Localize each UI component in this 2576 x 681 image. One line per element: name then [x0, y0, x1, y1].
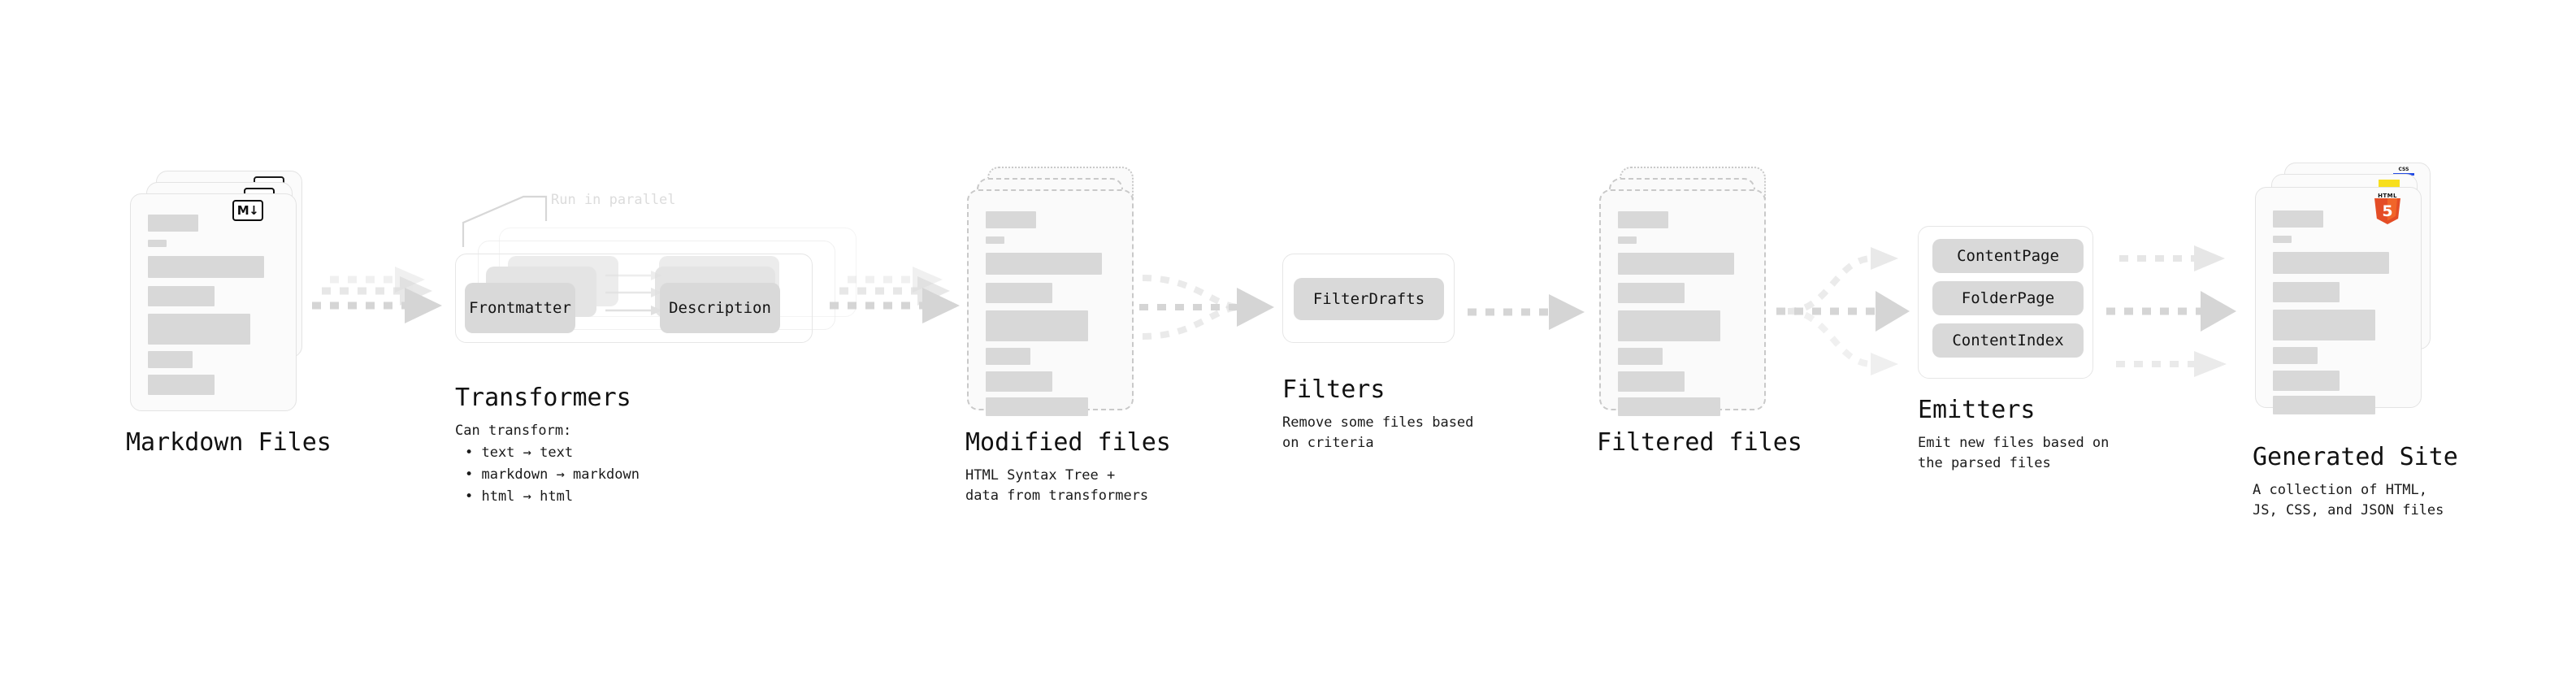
- arrow-markdown-to-transformers: [312, 267, 442, 323]
- arrow-emitters-to-site: [2106, 245, 2236, 377]
- modified-files-stack: [967, 167, 1154, 427]
- skeleton-line: [986, 211, 1036, 228]
- skeleton-line: [1618, 310, 1720, 341]
- skeleton-line: [986, 371, 1052, 392]
- skeleton-line: [2273, 236, 2292, 243]
- filtered-file-front: [1599, 189, 1766, 416]
- markdown-files-title: Markdown Files: [126, 428, 332, 457]
- run-in-parallel-bracket: [462, 195, 548, 247]
- filters-chip-filterdrafts[interactable]: FilterDrafts: [1294, 278, 1444, 320]
- skeleton-line: [2273, 252, 2389, 274]
- arrow-modified-to-filters: [1139, 275, 1274, 340]
- skeleton-line: [1618, 211, 1668, 228]
- skeleton-line: [2273, 282, 2340, 302]
- markdown-files-stack: M↓ M↓ M↓: [130, 171, 317, 423]
- transformers-subtitle: Can transform:: [455, 423, 572, 439]
- html5-badge-icon: HTML 5: [2374, 193, 2400, 224]
- arrow-filtered-to-emitters: [1776, 247, 1910, 375]
- transformer-chip-frontmatter[interactable]: Frontmatter: [465, 283, 575, 333]
- skeleton-line: [1618, 397, 1720, 416]
- skeleton-line: [148, 256, 264, 278]
- markdown-badge-icon: M↓: [232, 200, 263, 221]
- skeleton-line: [986, 236, 1004, 244]
- filtered-files-stack: [1599, 167, 1786, 427]
- skeleton-line: [2273, 396, 2375, 414]
- skeleton-line: [148, 351, 193, 368]
- transformer-panel-front: [455, 254, 813, 343]
- filters-title: Filters: [1282, 375, 1386, 404]
- skeleton-line: [2273, 347, 2318, 364]
- skeleton-line: [148, 215, 198, 232]
- skeleton-line: [2273, 371, 2340, 391]
- transformer-internal-arrows: [605, 271, 662, 315]
- skeleton-line: [986, 310, 1088, 341]
- markdown-file-front: [130, 193, 297, 411]
- skeleton-line: [1618, 371, 1685, 392]
- skeleton-line: [1618, 283, 1685, 303]
- arrow-filters-to-filtered: [1468, 294, 1585, 330]
- transformers-bullet-0: • text → text: [465, 445, 574, 461]
- modified-files-title: Modified files: [965, 428, 1171, 457]
- skeleton-line: [986, 397, 1088, 416]
- skeleton-line: [1618, 253, 1734, 275]
- transformers-bullet-1: • markdown → markdown: [465, 466, 640, 483]
- run-in-parallel-label: Run in parallel: [551, 192, 676, 208]
- skeleton-line: [986, 253, 1102, 275]
- modified-files-subtitle: HTML Syntax Tree + data from transformer…: [965, 467, 1149, 504]
- generated-file-html: [2255, 187, 2422, 414]
- transformer-chip-description[interactable]: Description: [660, 283, 780, 333]
- skeleton-line: [986, 283, 1052, 303]
- generated-site-title: Generated Site: [2253, 443, 2458, 471]
- emitters-panel: [1918, 226, 2093, 379]
- filters-subtitle: Remove some files based on criteria: [1282, 414, 1474, 451]
- skeleton-line: [2273, 310, 2375, 340]
- emitters-chip-contentpage[interactable]: ContentPage: [1932, 239, 2084, 273]
- skeleton-line: [148, 375, 215, 395]
- generated-site-subtitle: A collection of HTML, JS, CSS, and JSON …: [2253, 482, 2444, 518]
- emitters-chip-contentindex[interactable]: ContentIndex: [1932, 323, 2084, 358]
- arrow-transformers-to-modified: [830, 267, 960, 323]
- emitters-title: Emitters: [1918, 396, 2036, 424]
- generated-site-stack: CSS HTML 5: [2255, 163, 2458, 431]
- transformers-bullet-2: • html → html: [465, 488, 574, 505]
- emitters-chip-folderpage[interactable]: FolderPage: [1932, 281, 2084, 315]
- filters-panel: [1282, 254, 1455, 343]
- skeleton-line: [148, 286, 215, 306]
- skeleton-line: [986, 348, 1030, 365]
- filtered-files-title: Filtered files: [1597, 428, 1802, 457]
- skeleton-line: [1618, 348, 1663, 365]
- skeleton-line: [1618, 236, 1637, 244]
- modified-file-front: [967, 189, 1134, 416]
- skeleton-line: [148, 314, 250, 345]
- emitters-subtitle: Emit new files based on the parsed files: [1918, 435, 2110, 471]
- skeleton-line: [2273, 210, 2323, 228]
- skeleton-line: [148, 240, 167, 247]
- transformers-title: Transformers: [455, 384, 631, 412]
